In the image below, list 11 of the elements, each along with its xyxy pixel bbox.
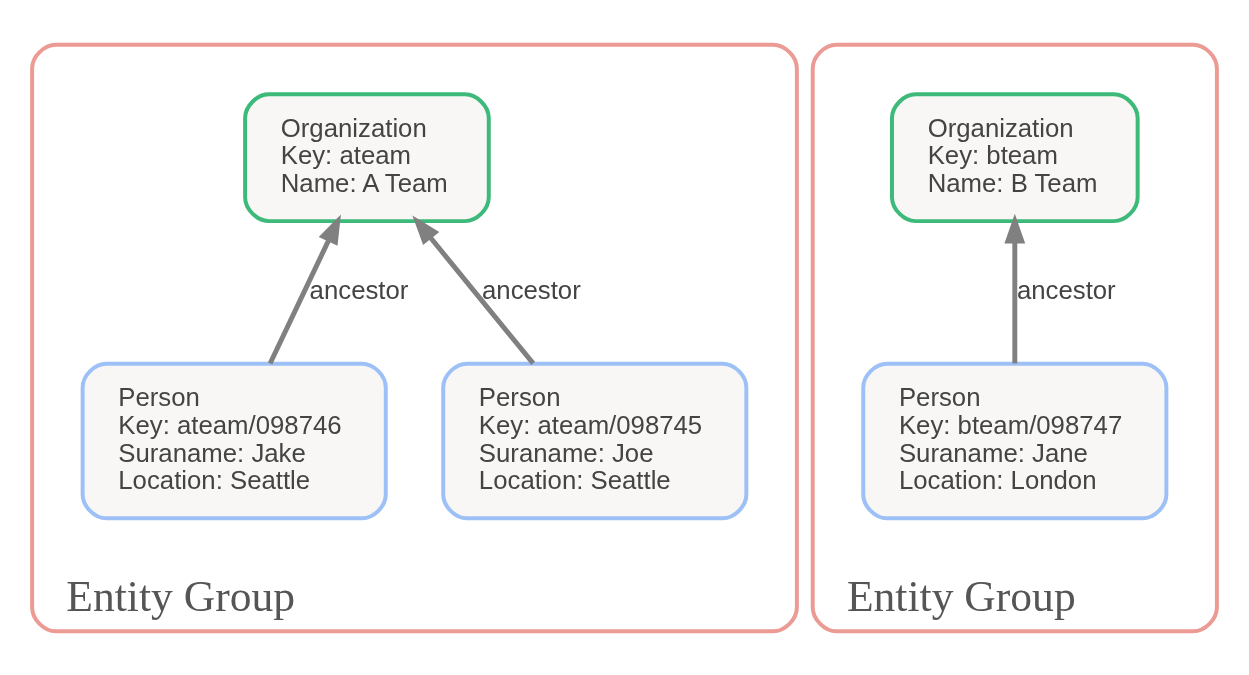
- edge-label: ancestor: [1016, 275, 1116, 304]
- node-box: Person Key: ateam/098746 Suraname: Jake Location: Seattle: [80, 361, 388, 520]
- edge-label: ancestor: [482, 275, 581, 304]
- node-box: Person Key: ateam/098745 Suraname: Joe Location: Seattle: [441, 361, 749, 520]
- edge-label: ancestor: [309, 275, 409, 304]
- node-box: Person Key: bteam/098747 Suraname: Jane Location: London: [861, 361, 1169, 520]
- node-box: Organization Key: ateam Name: A Team: [243, 91, 491, 223]
- arrow: [267, 213, 341, 364]
- arrow: [412, 214, 536, 365]
- arrow: [1004, 213, 1026, 363]
- node-box: Organization Key: bteam Name: B Team: [890, 91, 1140, 223]
